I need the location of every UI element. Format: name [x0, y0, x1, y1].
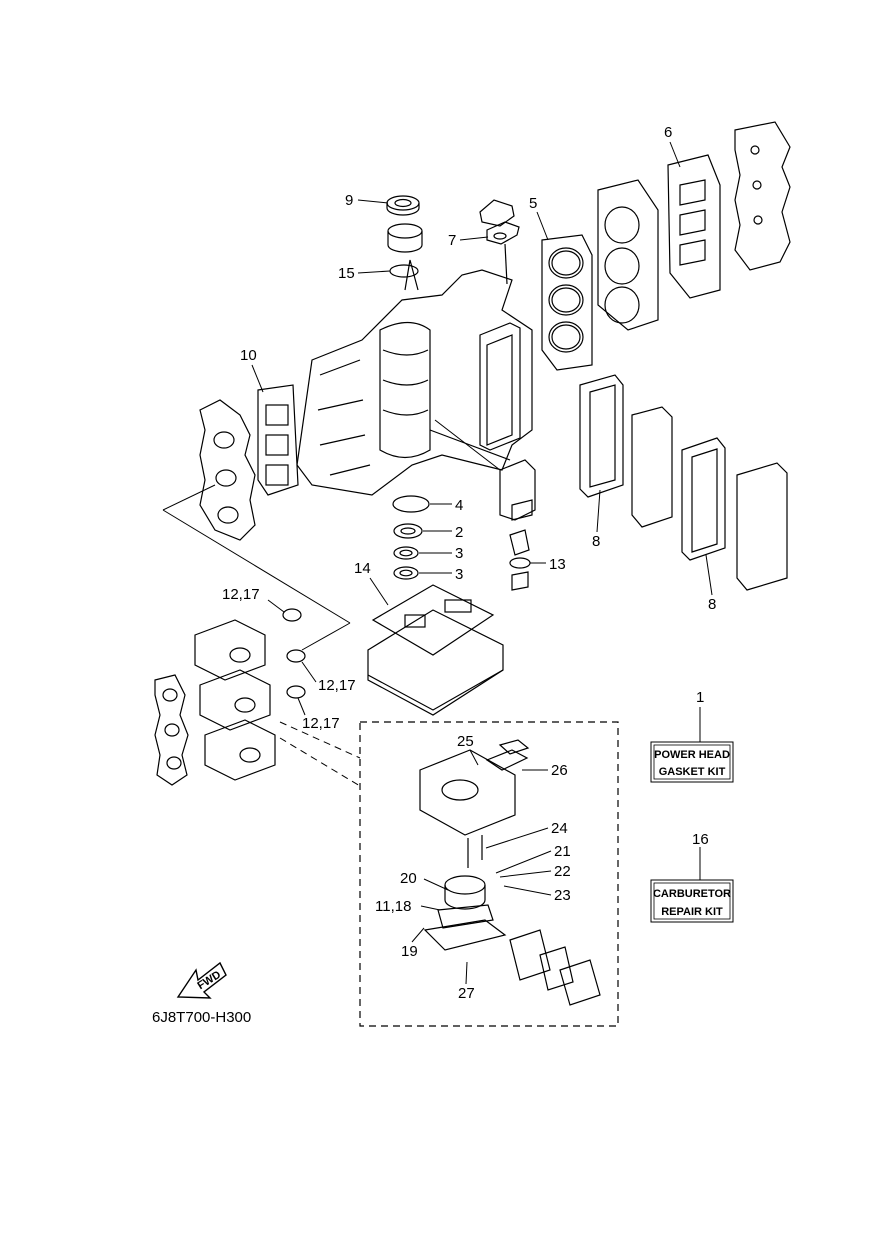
part-carburetor-gasket — [154, 674, 189, 786]
connector-lines — [162, 419, 501, 787]
part-clip-c — [286, 685, 306, 699]
callout-7: 7 — [448, 232, 456, 249]
part-head-cover-gasket-6 — [667, 154, 721, 299]
callout-11-18: 11,18 — [375, 898, 411, 915]
callout-8a: 8 — [592, 533, 600, 550]
callout-20: 20 — [400, 870, 417, 887]
callout-23: 23 — [554, 887, 571, 904]
kit-power-head-gasket: POWER HEAD GASKET KIT — [650, 707, 734, 783]
callout-5: 5 — [529, 195, 537, 212]
part-cylinder-head — [597, 179, 659, 331]
part-reed-plate — [509, 929, 601, 1006]
callout-12-17c: 12,17 — [302, 715, 340, 732]
callout-26: 26 — [551, 762, 568, 779]
part-carburetor-stack — [194, 619, 276, 781]
part-exhaust-gasket-8b — [681, 437, 726, 561]
fwd-arrow-icon: FWD — [176, 961, 227, 999]
diagram-code: 6J8T700-H300 — [152, 1009, 251, 1026]
callout-24: 24 — [551, 820, 568, 837]
callout-10: 10 — [240, 347, 257, 364]
part-cylinder-gasket-5 — [541, 234, 593, 371]
callout-1: 1 — [696, 689, 704, 706]
callout-12-17b: 12,17 — [318, 677, 356, 694]
kit-carburetor-repair: CARBURETOR REPAIR KIT — [650, 847, 734, 923]
part-clip-a — [282, 608, 302, 622]
callout-2: 2 — [455, 524, 463, 541]
callout-4: 4 — [455, 497, 463, 514]
kit-1-line2: GASKET KIT — [659, 766, 726, 778]
part-fuel-pump-assembly — [499, 459, 536, 591]
callout-3a: 3 — [455, 545, 463, 562]
part-bearing-sleeve — [387, 223, 423, 253]
part-head-cover — [734, 121, 791, 271]
callout-27: 27 — [458, 985, 475, 1002]
part-oil-seal-3a — [393, 546, 419, 560]
callout-13: 13 — [549, 556, 566, 573]
part-oil-seal-3b — [393, 566, 419, 580]
part-carburetor-detail — [419, 739, 530, 868]
part-exhaust-outer-cover — [736, 462, 788, 591]
callout-25: 25 — [457, 733, 474, 750]
part-upper-casing — [367, 609, 504, 716]
part-oil-seal-2 — [393, 523, 423, 539]
callout-22: 22 — [554, 863, 571, 880]
part-carburetor-float-body — [423, 875, 507, 951]
kit-16-line1: CARBURETOR — [653, 888, 731, 900]
part-exhaust-inner-cover — [631, 406, 673, 528]
callout-19: 19 — [401, 943, 418, 960]
callout-21: 21 — [554, 843, 571, 860]
part-exhaust-gasket-8a — [579, 374, 624, 498]
part-thermostat-cover — [479, 199, 520, 285]
part-cylinder-block — [296, 259, 533, 496]
carburetor-detail-frame — [359, 721, 619, 1027]
kit-16-line2: REPAIR KIT — [661, 906, 723, 918]
callout-6: 6 — [664, 124, 672, 141]
callouts: 9 7 15 5 6 10 4 2 3 3 13 8 8 14 12,17 12… — [222, 124, 716, 1002]
part-base-gasket-14 — [371, 584, 495, 656]
part-clip-b — [286, 649, 306, 663]
part-oil-seal-9 — [386, 195, 420, 216]
part-o-ring-4 — [392, 495, 430, 513]
part-gasket-10 — [257, 384, 299, 496]
callout-14: 14 — [354, 560, 371, 577]
callout-3b: 3 — [455, 566, 463, 583]
kit-1-line1: POWER HEAD — [654, 749, 730, 761]
callout-8b: 8 — [708, 596, 716, 613]
callout-12-17a: 12,17 — [222, 586, 260, 603]
callout-9: 9 — [345, 192, 353, 209]
part-intake-manifold — [199, 399, 256, 541]
callout-16: 16 — [692, 831, 709, 848]
callout-15: 15 — [338, 265, 355, 282]
